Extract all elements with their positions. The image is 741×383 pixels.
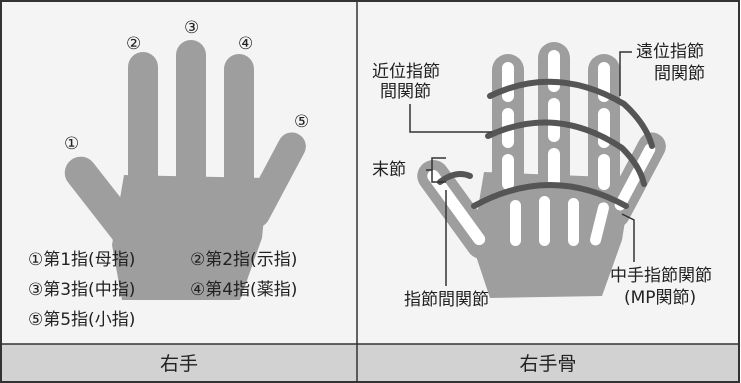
mp-joint-line	[471, 182, 629, 209]
index-proximal-bone	[502, 154, 514, 190]
distal-leader-top	[426, 157, 446, 171]
joint-lines	[437, 78, 655, 209]
legend-finger-3: ③第3指(中指)	[28, 280, 136, 300]
ring-finger-shape	[224, 54, 254, 204]
metacarpal-4	[568, 198, 579, 246]
pip-joint-line	[485, 119, 647, 187]
leader-lines	[409, 51, 635, 286]
label-mp-line1: 中手指節関節	[610, 266, 712, 286]
middle-distal-bone	[548, 50, 560, 92]
thumb-ip-joint-line	[437, 171, 473, 185]
dip-leader	[619, 51, 632, 96]
pip-leader	[409, 104, 492, 133]
legend-finger-5: ⑤第5指(小指)	[28, 310, 136, 330]
right-caption-bg	[357, 344, 739, 382]
finger-marker-3: ③	[184, 18, 200, 38]
left-hand-silhouette	[64, 40, 306, 300]
legend-finger-2: ②第2指(示指)	[190, 250, 298, 270]
finger-marker-2: ②	[126, 34, 142, 54]
label-distal-phalanx: 末節	[372, 160, 406, 180]
label-mp-line2: (MP関節)	[624, 288, 697, 308]
index-finger-shape	[128, 52, 158, 202]
dip-joint-line	[487, 78, 655, 149]
little-finger-bone	[614, 143, 656, 211]
index-distal-bone	[502, 62, 514, 102]
middle-proximal-bone	[548, 148, 560, 188]
middle-finger-shape	[176, 40, 206, 200]
palm-shape	[112, 175, 268, 300]
bone-palm	[472, 172, 632, 298]
metacarpal-2	[510, 200, 521, 246]
left-caption-bg	[1, 344, 357, 382]
metacarpal-3	[539, 196, 550, 246]
finger-marker-4: ④	[238, 34, 254, 54]
legend-finger-1: ①第1指(母指)	[28, 250, 136, 270]
caption-right-hand-bones: 右手骨	[519, 353, 577, 375]
label-thumb-ip: 指節間関節	[404, 290, 489, 310]
caption-right-hand: 右手	[159, 353, 198, 375]
label-dip-line1: 遠位指節	[636, 42, 704, 62]
finger-marker-1: ①	[64, 134, 80, 154]
label-pip-line1: 近位指節	[372, 62, 440, 82]
label-pip-line2: 間関節	[380, 82, 431, 102]
right-hand-bones	[409, 42, 666, 298]
legend-finger-4: ④第4指(薬指)	[190, 280, 298, 300]
metacarpal-5	[590, 202, 610, 246]
thumb-bone	[427, 170, 486, 246]
ring-proximal-bone	[598, 154, 610, 190]
distal-leader-bottom	[431, 170, 446, 183]
label-dip-line2: 間関節	[654, 64, 705, 84]
mp-leader	[621, 213, 635, 262]
finger-marker-5: ⑤	[294, 112, 310, 132]
